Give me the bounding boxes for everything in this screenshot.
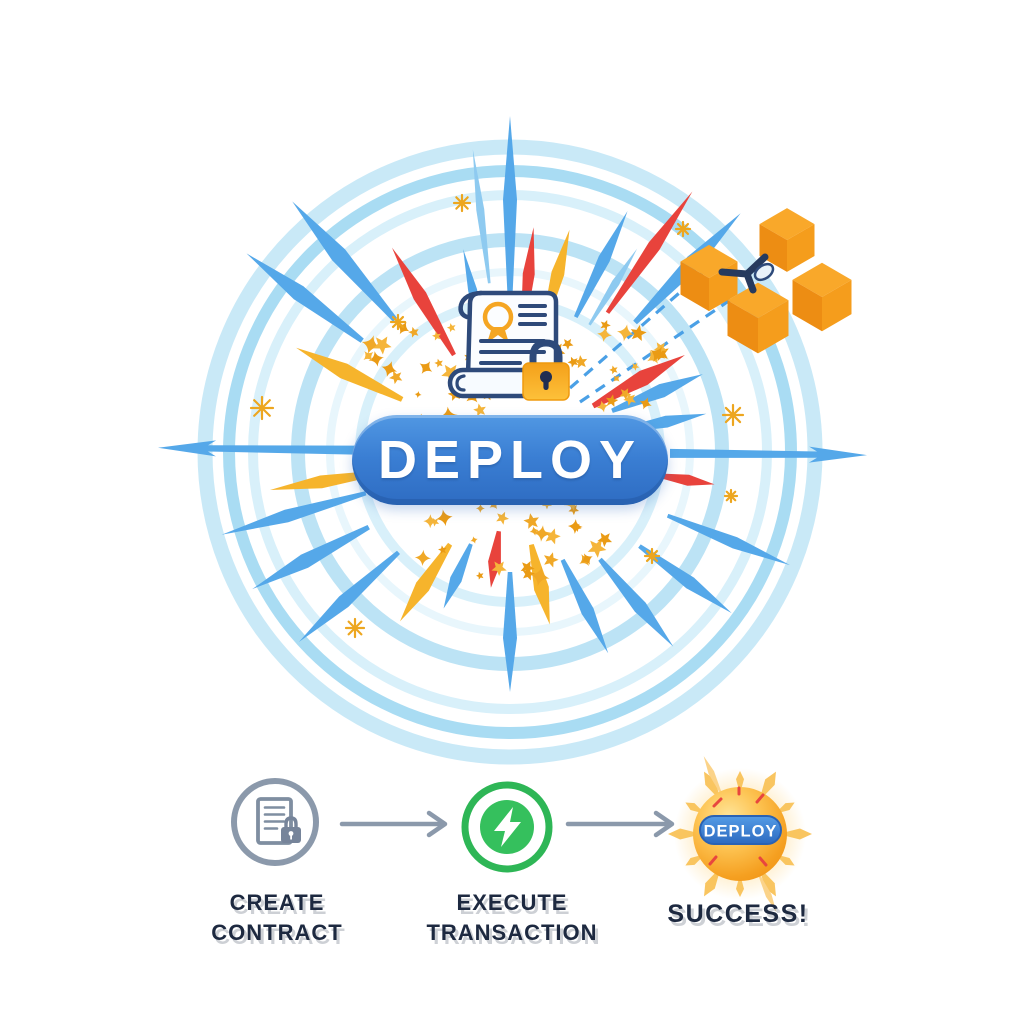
success-badge-label: DEPLOY — [704, 823, 778, 841]
scroll-top-curl — [458, 290, 484, 320]
create-contract-label: CREATE CONTRACT — [211, 888, 342, 947]
lightning-bolt-icon — [494, 807, 521, 847]
step-label-line: SUCCESS! — [667, 900, 809, 928]
flow-arrow-2 — [565, 810, 675, 838]
deploy-button[interactable]: DEPLOY — [352, 415, 668, 505]
step-label-line: TRANSACTION — [426, 919, 598, 945]
success-sun-icon: DEPLOY — [668, 756, 812, 912]
lock-icon — [522, 339, 570, 401]
deploy-button-label: DEPLOY — [377, 430, 643, 490]
sun-rays — [668, 756, 812, 912]
execute-transaction-label: EXECUTE TRANSACTION — [426, 888, 597, 947]
flow-arrow-1 — [339, 810, 448, 838]
node-connector-icon — [718, 253, 775, 294]
success-deploy-badge: DEPLOY — [699, 815, 782, 845]
red-sparks — [708, 786, 768, 867]
step-label-line: CONTRACT — [211, 919, 343, 945]
smart-contract-scroll-icon — [447, 290, 570, 401]
burst-rays — [158, 116, 867, 692]
step-label-line: CREATE — [229, 890, 325, 915]
blockchain-cubes-icon — [680, 208, 852, 354]
document-text-lines — [263, 806, 286, 830]
small-lock-icon — [281, 816, 301, 843]
create-contract-step-icon — [231, 778, 319, 866]
success-label: SUCCESS! — [667, 898, 808, 932]
execute-transaction-step-icon — [461, 781, 553, 873]
step-label-line: EXECUTE — [456, 890, 568, 915]
